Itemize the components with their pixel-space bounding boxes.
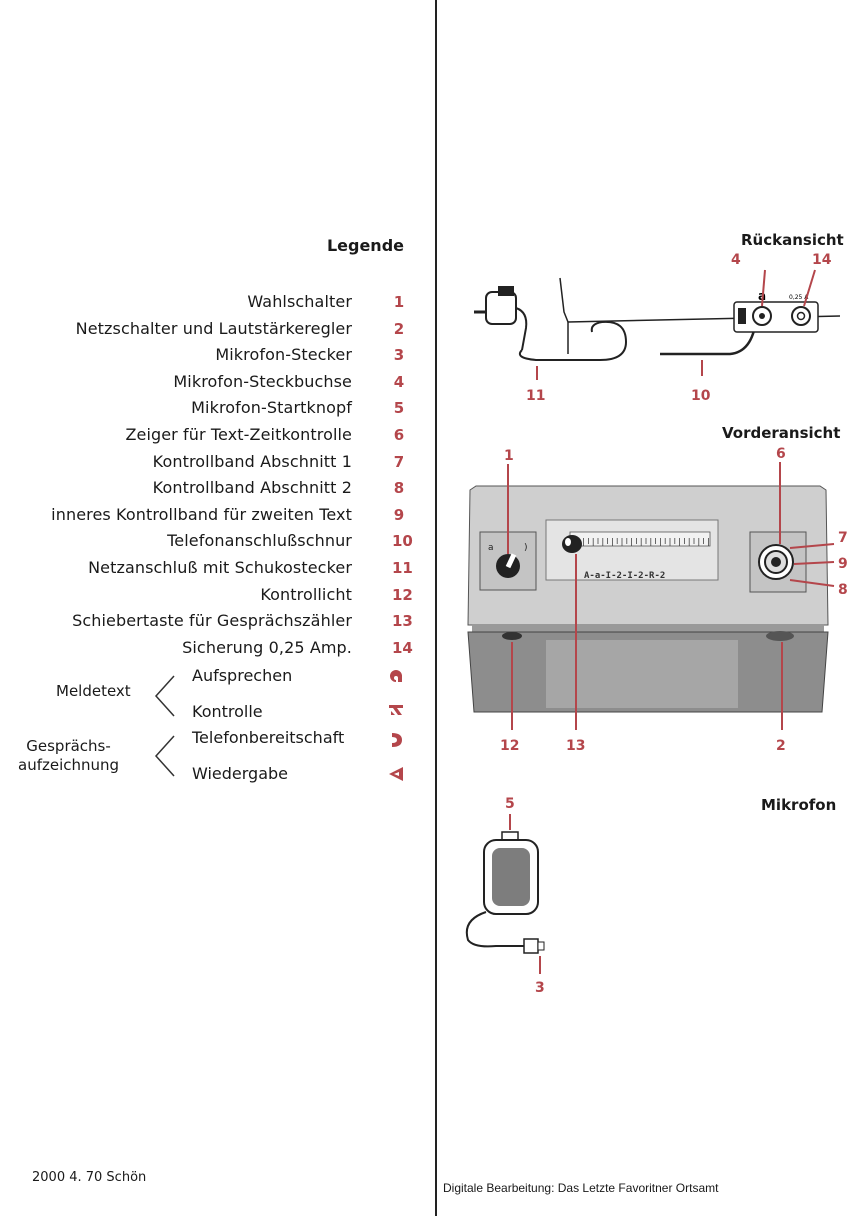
telefonbereitschaft-symbol-icon — [392, 733, 402, 747]
callout-1: 1 — [504, 448, 514, 464]
legend-item-label: Netzschalter und Lautstärkeregler — [75, 319, 352, 338]
option-aufsprechen: Aufsprechen — [192, 666, 293, 685]
callout-13: 13 — [566, 738, 585, 754]
microphone-icon — [465, 831, 545, 954]
legend-item-number: 14 — [392, 639, 413, 657]
front-view-title: Vorderansicht — [722, 424, 841, 442]
scale-marks: A-a-I-2-I-2-R-2 — [584, 571, 665, 581]
column-divider — [435, 0, 437, 1216]
scale-ticks — [573, 538, 709, 546]
callout-2: 2 — [776, 738, 786, 754]
callout-5: 5 — [505, 796, 515, 812]
legend-item: Kontrollicht 12 — [0, 585, 413, 611]
legend-item-number: 3 — [393, 346, 405, 364]
legend-item-number: 8 — [393, 479, 405, 497]
legend-item: Mikrofon-Steckbuchse 4 — [0, 372, 406, 398]
wiedergabe-symbol-icon — [389, 767, 403, 781]
legend-item-number: 5 — [393, 399, 405, 417]
option-wiedergabe: Wiedergabe — [192, 764, 289, 783]
legend-item-number: 12 — [392, 586, 413, 604]
group-label-gespraechsaufzeichnung: Gesprächs- aufzeichnung — [18, 737, 120, 774]
legend-item-label: Schiebertaste für Gesprächszähler — [72, 611, 352, 630]
legend-item: Wahlschalter 1 — [0, 292, 406, 318]
mains-plug-icon — [474, 286, 528, 351]
legend-item: Zeiger für Text-Zeitkontrolle 6 — [0, 425, 406, 451]
legend-item-label: Mikrofon-Stecker — [215, 345, 352, 364]
legend-item: Netzschalter und Lautstärkeregler 2 — [0, 319, 406, 345]
option-kontrolle: Kontrolle — [192, 702, 263, 721]
legend-item: Kontrollband Abschnitt 2 8 — [0, 478, 406, 504]
group-bracket-meldetext — [154, 675, 175, 717]
callout-9: 9 — [838, 556, 848, 572]
aufsprechen-symbol-icon — [390, 670, 402, 682]
svg-text:a: a — [488, 543, 494, 553]
callout-7: 7 — [838, 530, 848, 546]
legend-item-number: 2 — [393, 320, 405, 338]
callout-10: 10 — [691, 388, 711, 404]
digitization-credit: Digitale Bearbeitung: Das Letzte Favorit… — [443, 1181, 719, 1195]
selector-switch-icon: a ) — [479, 531, 537, 591]
option-telefonbereitschaft: Telefonbereitschaft — [192, 728, 345, 747]
legend-item-label: Zeiger für Text-Zeitkontrolle — [125, 425, 352, 444]
rear-connector-panel: a 0,25 A — [733, 289, 819, 333]
legend-item-number: 9 — [393, 506, 405, 524]
legend-item: Schiebertaste für Gesprächszähler 13 — [0, 611, 413, 637]
group-label-meldetext: Meldetext — [56, 682, 131, 700]
callout-14: 14 — [812, 252, 832, 268]
legend-item-number: 6 — [393, 426, 405, 444]
kontrolle-symbol-icon — [389, 705, 403, 715]
legend-item-label: Sicherung 0,25 Amp. — [182, 638, 352, 657]
callout-12: 12 — [500, 738, 519, 754]
rear-view-title: Rückansicht — [741, 231, 844, 249]
legend-item: Netzanschluß mit Schukostecker 11 — [0, 558, 413, 584]
front-view-diagram: A-a-I-2-I-2-R-2 a ) 1 6 7 9 8 12 13 2 — [467, 446, 848, 754]
power-cord — [518, 320, 628, 361]
legend-item-label: Mikrofon-Steckbuchse — [173, 372, 352, 391]
legend-item-number: 11 — [392, 559, 413, 577]
callout-4: 4 — [731, 252, 741, 268]
fuse-label: 0,25 A — [789, 294, 809, 301]
group-bracket-gespraechsaufzeichnung — [154, 735, 175, 777]
legend-item-label: Kontrollband Abschnitt 1 — [152, 452, 352, 471]
callout-3: 3 — [535, 980, 545, 996]
legend-item-label: inneres Kontrollband für zweiten Text — [51, 505, 352, 524]
slider-knob-icon — [562, 535, 582, 553]
legend-item: Mikrofon-Startknopf 5 — [0, 398, 406, 424]
legend-item-label: Telefonanschlußschnur — [167, 531, 352, 550]
mic-view-title: Mikrofon — [761, 796, 837, 814]
svg-text:): ) — [524, 543, 528, 553]
legend-item-number: 7 — [393, 453, 405, 471]
legend-title: Legende — [326, 236, 404, 255]
legend-item-number: 4 — [393, 373, 405, 391]
print-info: 2000 4. 70 Schön — [32, 1170, 147, 1185]
legend-item-number: 10 — [392, 532, 413, 550]
legend-item: inneres Kontrollband für zweiten Text 9 — [0, 505, 406, 531]
legend-item: Mikrofon-Stecker 3 — [0, 345, 406, 371]
legend-item: Kontrollband Abschnitt 1 7 — [0, 452, 406, 478]
control-band-dial-icon — [749, 531, 807, 593]
legend-item-label: Kontrollband Abschnitt 2 — [152, 478, 352, 497]
legend-item-label: Wahlschalter — [247, 292, 352, 311]
control-lamp-icon — [502, 632, 522, 640]
volume-knob-icon — [766, 631, 794, 641]
legend-item: Telefonanschlußschnur 10 — [0, 531, 413, 557]
legend-item-label: Netzanschluß mit Schukostecker — [88, 558, 352, 577]
rear-view-diagram: a 0,25 A 4 14 11 10 — [474, 252, 841, 404]
mic-diagram: 5 3 — [465, 796, 545, 996]
legend-item-label: Kontrollicht — [260, 585, 352, 604]
callout-11: 11 — [526, 388, 545, 404]
legend-item-number: 13 — [392, 612, 413, 630]
legend-item: Sicherung 0,25 Amp. 14 — [0, 638, 413, 664]
callout-6: 6 — [776, 446, 786, 462]
callout-8: 8 — [838, 582, 848, 598]
legend-item-label: Mikrofon-Startknopf — [191, 398, 352, 417]
legend-item-number: 1 — [393, 293, 405, 311]
